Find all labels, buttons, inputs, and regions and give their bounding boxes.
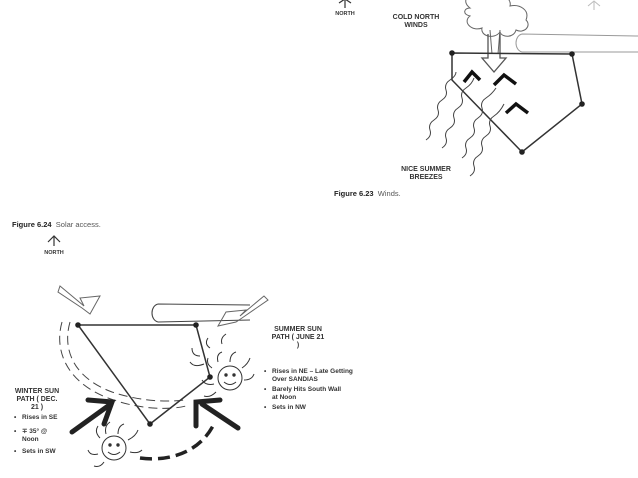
north-arrow-icon	[338, 0, 352, 8]
site-outline	[449, 50, 585, 155]
figure-6-24-caption: Figure 6.24 Solar access.	[12, 220, 101, 229]
north-label: NORTH	[44, 250, 64, 256]
winter-bullet-1: •Rises in SE	[14, 414, 58, 421]
summer-breezes-label: NICE SUMMER BREEZES	[401, 166, 451, 181]
winter-sun-path-label: WINTER SUN PATH ( DEC. 21 )	[14, 388, 60, 411]
caption-number: Figure 6.23	[334, 189, 374, 198]
building-shape	[515, 33, 638, 53]
summer-sun-arrow	[57, 285, 269, 327]
summer-breeze-lines	[425, 71, 505, 177]
tree-icon	[464, 0, 529, 55]
caption-text: Solar access.	[55, 220, 101, 229]
building-shape	[151, 303, 251, 323]
summer-sun-icon	[189, 333, 255, 397]
summer-sun-path-label: SUMMER SUN PATH ( JUNE 21 )	[271, 326, 325, 349]
caption-text: Winds.	[377, 189, 401, 198]
figure-6-23-caption: Figure 6.23 Winds.	[334, 189, 401, 198]
north-arrow-icon	[47, 235, 61, 246]
summer-bullet-3: •Sets in NW	[264, 404, 306, 411]
cold-winds-label: COLD NORTH WINDS	[392, 14, 440, 29]
winter-sun-path	[139, 423, 216, 461]
north-label: NORTH	[335, 11, 355, 17]
summer-sun-path-outline	[59, 321, 187, 409]
winter-sun-icon	[87, 421, 143, 467]
winter-sun-arrow	[69, 397, 241, 435]
north-arrow-icon	[587, 0, 601, 10]
caption-number: Figure 6.24	[12, 220, 52, 229]
summer-bullet-2: •Barely Hits South Wall at Noon	[264, 386, 342, 401]
summer-sun-path	[60, 319, 185, 409]
summer-bullet-1: •Rises in NE – Late Getting Over SANDIAS	[264, 368, 353, 383]
winter-bullet-2: •∓ 35° @ Noon	[14, 428, 48, 443]
cold-wind-arrow	[480, 34, 508, 73]
site-outline	[75, 322, 213, 427]
winter-bullet-3: •Sets in SW	[14, 448, 56, 455]
wind-chevrons	[462, 69, 530, 115]
